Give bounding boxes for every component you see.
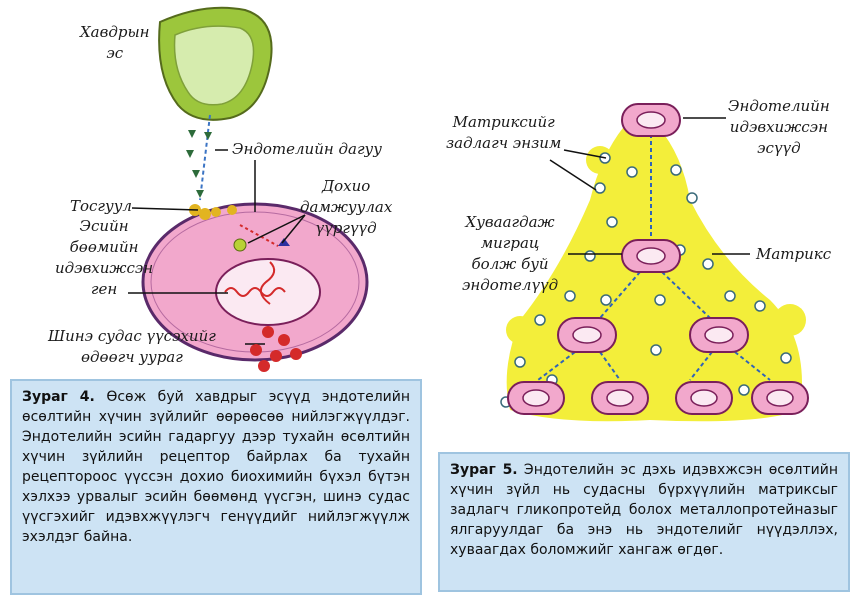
label-tumor-cell: Хавдрын эс (80, 23, 150, 62)
figure5-caption-text: Эндотелийн эс дэхь идэвхжсэн өсөлтийн хү… (450, 462, 839, 558)
endothelial-nuclei (522, 111, 794, 407)
label-migrating: Хуваагдаж миграц болж буй эндотелүүд (462, 213, 559, 294)
label-endothelial-along: Эндотелийн дагуу (232, 140, 382, 158)
figure4-caption: Зураг 4. Өсөж буй хавдрыг эсүүд эндотели… (10, 379, 422, 595)
label-active-cells: Эндотелийн идэвхижсэн эсүүд (728, 97, 830, 157)
figure5-caption-title: Зураг 5. (450, 462, 518, 478)
label-matrix: Матрикс (756, 245, 832, 263)
label-receptor: Тосгуул (70, 197, 132, 215)
angiogenic-proteins (250, 326, 302, 372)
label-protein: Шинэ судас үүсэхийг өдөөгч уураг (48, 327, 216, 366)
figure5-caption: Зураг 5. Эндотелийн эс дэхь идэвхжсэн өс… (438, 452, 850, 592)
figure4-diagram (128, 6, 369, 372)
figure4-caption-text: Өсөж буй хавдрыг эсүүд эндотелийн өсөлти… (22, 389, 411, 545)
migration-arrows (537, 134, 771, 381)
label-signal: Дохио дамжуулах үүргүүд (300, 177, 393, 237)
growth-factor-path (186, 114, 212, 201)
figure5-diagram (500, 103, 809, 422)
tumor-cell (158, 6, 273, 121)
label-enzyme: Матриксийг задлагч энзим (446, 113, 562, 152)
label-gene: Эсийн бөөмийн идэвхижсэн ген (55, 217, 154, 298)
figure4-caption-title: Зураг 4. (22, 389, 95, 405)
